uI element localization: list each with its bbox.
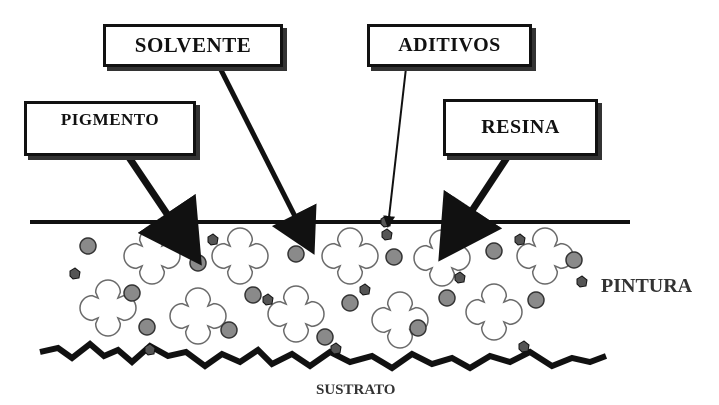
- pigment-particle: [565, 251, 583, 269]
- resin-particle: [321, 227, 379, 285]
- pigment-particle: [138, 318, 156, 336]
- resina-label: RESINA: [481, 116, 560, 138]
- pigment-particle: [287, 245, 305, 263]
- pigment-particle: [385, 248, 403, 266]
- resina-label-box: RESINA: [443, 99, 598, 156]
- pigment-particle: [79, 237, 97, 255]
- pigment-particle: [438, 289, 456, 307]
- pigment-particle: [123, 284, 141, 302]
- pintura-label: PINTURA: [601, 275, 693, 297]
- pigment-particle: [220, 321, 238, 339]
- solvente-arrow: [217, 66, 317, 255]
- resin-particle: [79, 279, 137, 337]
- substrate-line: [39, 340, 608, 372]
- pigment-particle: [527, 291, 545, 309]
- additive-particle: [514, 233, 526, 246]
- pigment-particle: [244, 286, 262, 304]
- solvente-label: SOLVENTE: [134, 33, 252, 57]
- aditivos-arrow: [383, 67, 407, 228]
- additive-particle: [207, 233, 219, 246]
- pigmento-label: PIGMENTO: [60, 110, 160, 129]
- pigment-particle: [341, 294, 359, 312]
- additive-particle: [518, 340, 530, 353]
- additive-particle: [359, 283, 371, 296]
- pigment-particle: [485, 242, 503, 260]
- pigmento-label-box: PIGMENTO: [24, 101, 196, 156]
- additive-particle: [330, 342, 342, 355]
- additive-particles: [69, 215, 588, 356]
- additive-particle: [576, 275, 588, 288]
- additive-particle: [454, 271, 466, 284]
- solvente-label-box: SOLVENTE: [103, 24, 283, 67]
- additive-particle: [69, 267, 81, 280]
- aditivos-label: ADITIVOS: [398, 34, 501, 56]
- resin-particle: [371, 291, 429, 349]
- resin-particle: [267, 285, 325, 343]
- resin-particle: [211, 227, 269, 285]
- aditivos-label-box: ADITIVOS: [367, 24, 532, 67]
- pigment-particle: [316, 328, 334, 346]
- resina-arrow: [438, 154, 511, 262]
- pigmento-arrow: [125, 154, 202, 266]
- sustrato-label: SUSTRATO: [316, 382, 396, 398]
- resin-particle: [465, 283, 523, 341]
- additive-particle: [381, 228, 393, 241]
- resin-particle: [169, 287, 227, 345]
- resin-particle: [123, 227, 181, 285]
- additive-particle: [144, 343, 156, 356]
- additive-particle: [262, 293, 274, 306]
- resin-particle: [516, 227, 574, 285]
- pigment-particle: [189, 254, 207, 272]
- pigment-particle: [409, 319, 427, 337]
